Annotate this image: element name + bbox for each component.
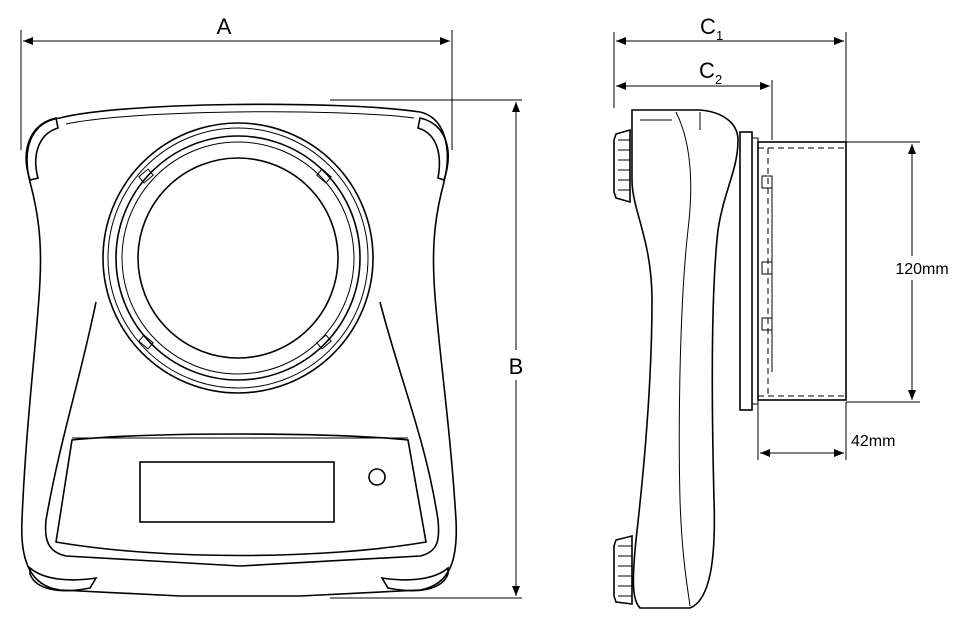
front-foot-bottom-right xyxy=(380,566,449,592)
dimension-label-height: 120mm xyxy=(895,261,948,278)
side-view: 120mm 42mm C 1 C 2 xyxy=(613,14,963,609)
front-foot-top-left xyxy=(25,117,59,181)
weighing-pan xyxy=(137,157,339,359)
display-window xyxy=(139,461,335,523)
front-view: A B xyxy=(20,14,532,599)
front-foot-bottom-left xyxy=(29,566,98,592)
pan-side-profile xyxy=(757,141,847,401)
side-foot-top xyxy=(613,128,631,204)
side-foot-bottom xyxy=(613,534,633,605)
scale-body-outline xyxy=(20,103,458,597)
dimension-label-b: B xyxy=(509,354,524,379)
power-button[interactable] xyxy=(368,468,386,486)
display-bezel xyxy=(55,433,427,557)
dimension-label-c2: C xyxy=(699,58,715,83)
dimension-label-depth: 42mm xyxy=(851,433,895,450)
dimension-label-c1: C xyxy=(700,14,716,39)
pan-outer-ring xyxy=(102,122,374,394)
dimension-sub-c2: 2 xyxy=(715,72,722,87)
side-body-outline xyxy=(631,109,739,609)
dimension-sub-c1: 1 xyxy=(716,28,723,43)
dimension-label-a: A xyxy=(217,14,232,39)
front-foot-top-right xyxy=(417,117,449,182)
